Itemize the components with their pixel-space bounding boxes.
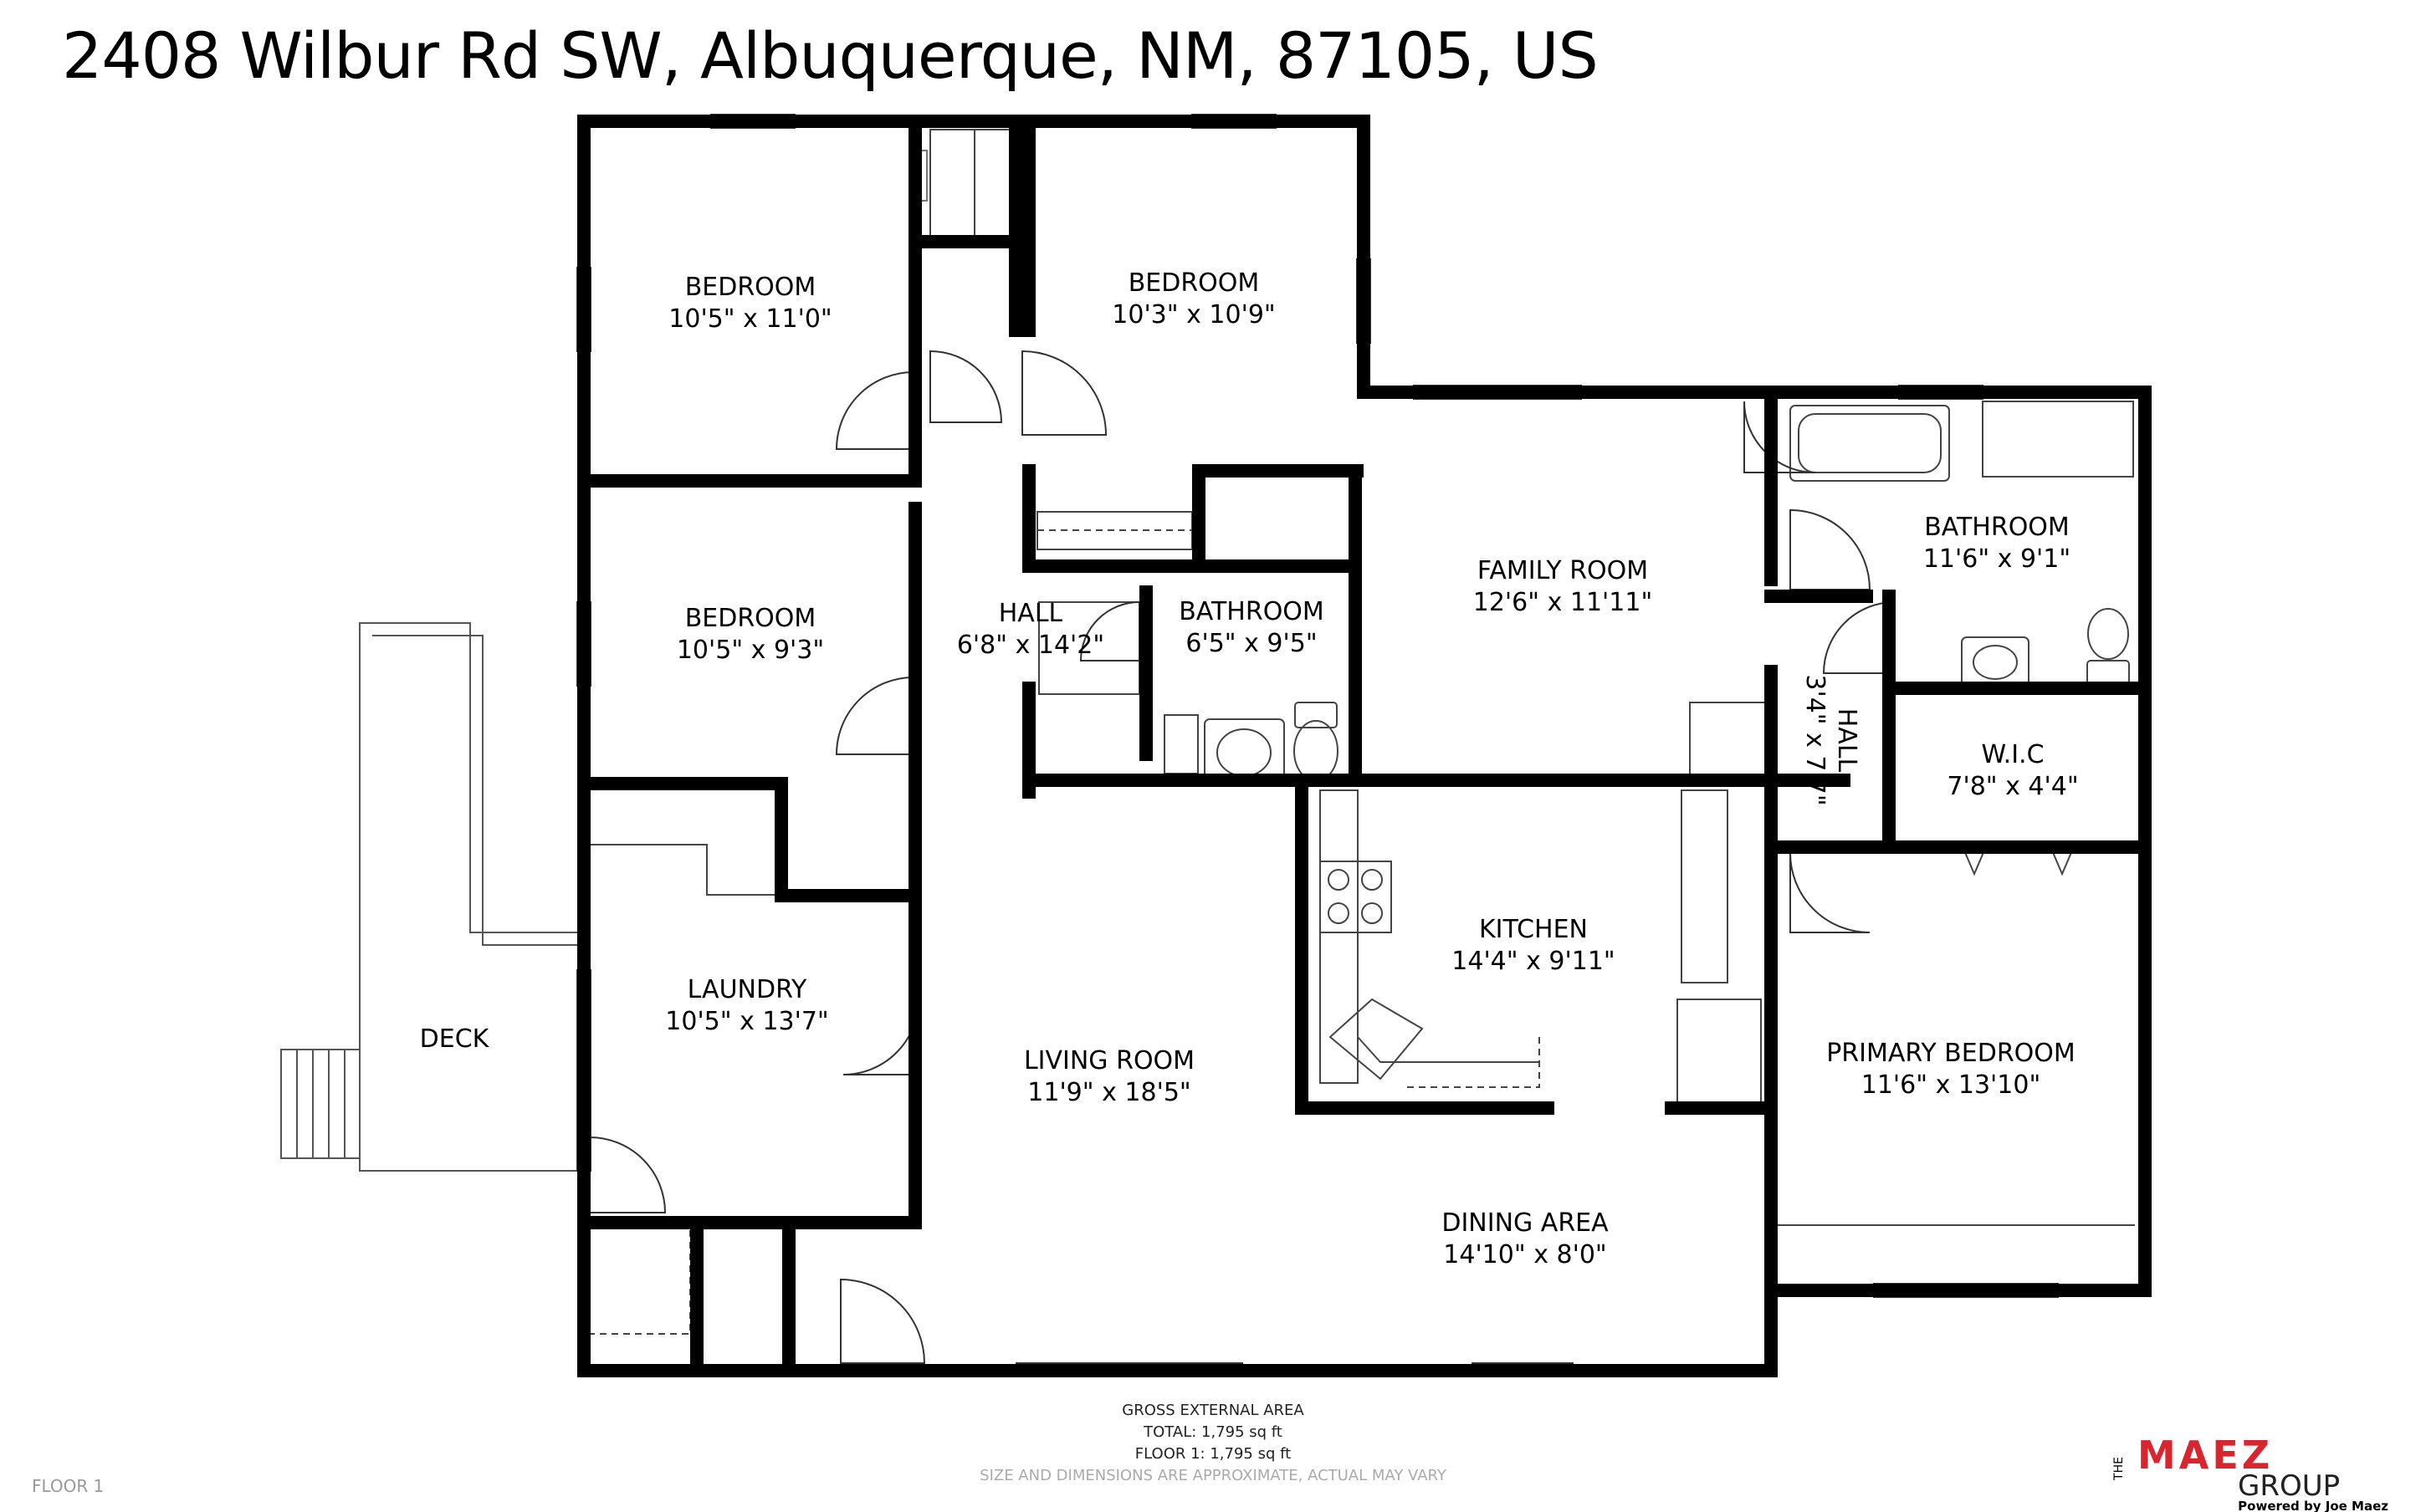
door-swing (835, 370, 914, 450)
room-dims: 14'10" x 8'0" (1443, 1240, 1606, 1269)
deck-inner (372, 635, 577, 946)
room-dims: 10'5" x 9'3" (677, 636, 824, 665)
disclaimer: SIZE AND DIMENSIONS ARE APPROXIMATE, ACT… (980, 1467, 1446, 1484)
room-name: LAUNDRY (688, 975, 807, 1004)
room-dims: 10'3" x 10'9" (1112, 300, 1275, 329)
room-name: BATHROOM (1179, 597, 1324, 626)
room-name: FAMILY ROOM (1477, 556, 1648, 585)
room-dims: 3'4" x 7'7" (1800, 674, 1830, 805)
room-dims: 7'8" x 4'4" (1947, 772, 2078, 801)
kitchen-island (1357, 1036, 1539, 1063)
toilet-bowl (1293, 720, 1338, 782)
room-dims: 6'5" x 9'5" (1185, 629, 1317, 658)
room-name: BEDROOM (685, 273, 816, 302)
deck-steps (280, 1049, 361, 1159)
deck-label: DECK (420, 1024, 490, 1054)
deck-outline (359, 622, 577, 1172)
door-swing (842, 999, 919, 1075)
area-floor1: FLOOR 1: 1,795 sq ft (1134, 1445, 1292, 1463)
room-name: DINING AREA (1441, 1208, 1609, 1238)
room-name: W.I.C (1981, 740, 2044, 769)
room-name: BEDROOM (685, 604, 816, 633)
room-dims: 11'6" x 9'1" (1923, 544, 2070, 574)
floor-label: FLOOR 1 (32, 1476, 105, 1496)
maez-group-logo: THE MAEZ GROUP Powered by Joe Maez (2112, 1433, 2388, 1512)
closet (929, 129, 1023, 239)
room-name: BATHROOM (1924, 513, 2070, 542)
cabinet (1164, 714, 1199, 774)
page-title: 2408 Wilbur Rd SW, Albuquerque, NM, 8710… (62, 18, 1599, 93)
stove (1319, 861, 1392, 933)
toilet-tank (1294, 702, 1338, 728)
door-swing (1789, 852, 1871, 933)
doors (589, 350, 1896, 1364)
room-name: PRIMARY BEDROOM (1826, 1039, 2076, 1068)
kitchen-sink (1328, 998, 1424, 1080)
room-name: BEDROOM (1129, 268, 1260, 298)
room-name: HALL (1832, 708, 1861, 773)
laundry-counter (590, 844, 782, 896)
vanity (1982, 401, 2134, 478)
room-dims: 11'6" x 13'10" (1861, 1070, 2041, 1100)
door-swing (1079, 600, 1140, 662)
room-name: HALL (999, 599, 1063, 628)
room-labels: BEDROOM 10'5" x 11'0" BEDROOM 10'3" x 10… (420, 268, 2079, 1269)
deck (280, 622, 577, 1172)
door-swing (1789, 508, 1871, 590)
walls (577, 115, 2152, 1377)
counter (1319, 789, 1359, 1084)
room-name: LIVING ROOM (1024, 1046, 1195, 1075)
door-swing (1743, 401, 1816, 473)
room-dims: 11'9" x 18'5" (1027, 1078, 1190, 1107)
fridge (1676, 999, 1762, 1109)
bathtub (1789, 405, 1950, 482)
door-swing (840, 1278, 926, 1364)
room-dims: 14'4" x 9'11" (1451, 947, 1615, 976)
logo-group: GROUP (2238, 1469, 2340, 1503)
room-dims: 10'5" x 11'0" (668, 304, 832, 334)
logo-the: THE (2112, 1457, 2126, 1481)
area-title: GROSS EXTERNAL AREA (1122, 1402, 1304, 1419)
logo-powered: Powered by Joe Maez (2238, 1499, 2388, 1512)
sink-basin (1216, 728, 1272, 777)
laundry-closet (589, 1224, 691, 1335)
door-swing (835, 676, 914, 755)
room-name: KITCHEN (1479, 915, 1588, 944)
pantry (1681, 789, 1728, 983)
logo-maez: MAEZ (2137, 1433, 2273, 1478)
door-swing (1822, 600, 1896, 674)
door-swing (929, 350, 1003, 423)
toilet-tank (2086, 660, 2130, 685)
area-total: TOTAL: 1,795 sq ft (1144, 1423, 1282, 1441)
door-swing (589, 1136, 667, 1213)
toilet-bowl (2087, 608, 2129, 660)
sink-basin (1973, 645, 2018, 680)
room-dims: 6'8" x 14'2" (957, 631, 1104, 660)
room-dims: 10'5" x 13'7" (665, 1007, 828, 1036)
door-swing (1021, 350, 1108, 436)
room-dims: 12'6" x 11'11" (1473, 588, 1653, 617)
